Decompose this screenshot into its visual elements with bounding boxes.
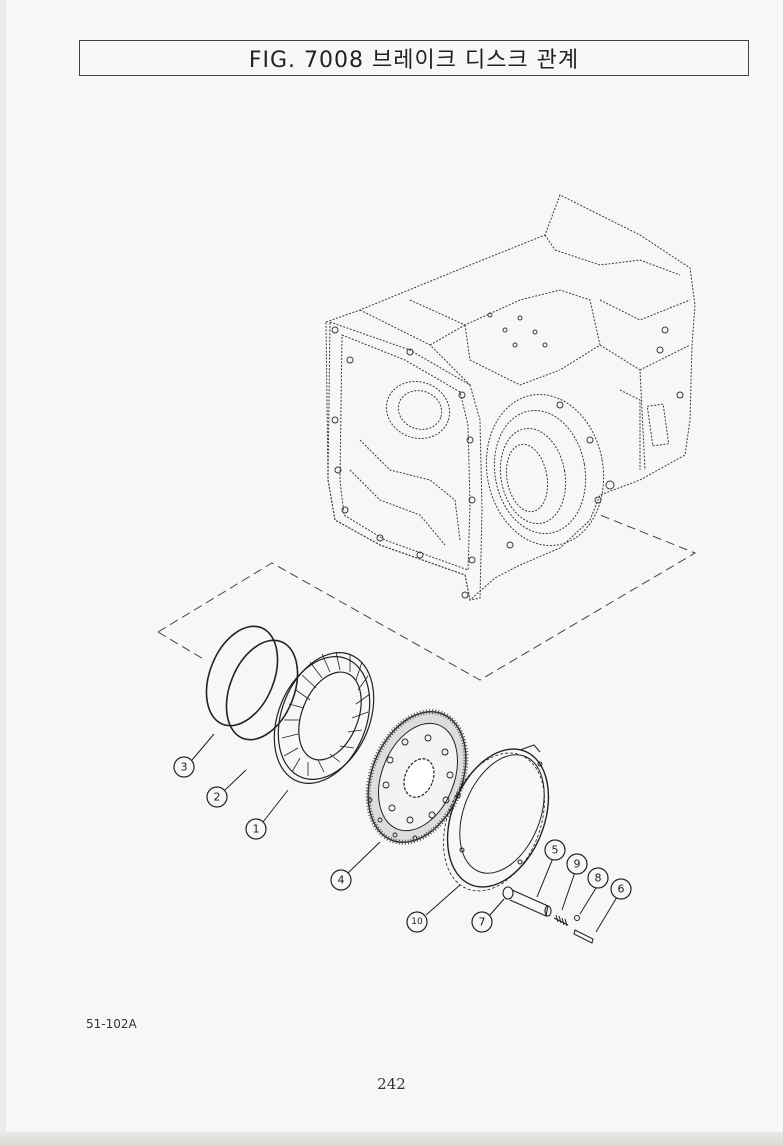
housing-bolt-holes [331, 312, 684, 599]
part-5-7-pin-assembly [502, 886, 552, 917]
page-number: 242 [377, 1075, 406, 1093]
part-9-spring [553, 914, 569, 927]
part-6-rod [573, 929, 594, 944]
callout-7-circle [471, 911, 493, 933]
callout-7: 7 [479, 916, 486, 929]
callout-6-circle [610, 878, 632, 900]
callout-1-circle [245, 818, 267, 840]
callout-8: 8 [595, 872, 602, 885]
callout-4: 4 [338, 874, 345, 887]
callout-2: 2 [214, 791, 221, 804]
part-10-pressure-plate [443, 744, 550, 892]
callout-10-circle [406, 911, 428, 933]
part-1-piston [273, 651, 375, 784]
part-3-oring [205, 625, 279, 727]
callout-2-circle [206, 786, 228, 808]
part-4-friction-disc [365, 709, 469, 845]
callout-9: 9 [574, 858, 581, 871]
figure-title-box: FIG. 7008 브레이크 디스크 관계 [79, 40, 749, 76]
callout-4-circle [330, 869, 352, 891]
figure-title: FIG. 7008 브레이크 디스크 관계 [248, 48, 580, 73]
part-2-oring [225, 639, 299, 741]
scan-bottom-band [0, 1132, 783, 1146]
callout-5-circle [544, 839, 566, 861]
scan-edge [0, 0, 6, 1146]
callout-5: 5 [552, 844, 559, 857]
callout-9-circle [566, 853, 588, 875]
callout-8-circle [587, 867, 609, 889]
callout-10: 10 [411, 917, 423, 927]
callout-1: 1 [253, 823, 260, 836]
drawing-code: 51-102A [86, 1017, 137, 1031]
part-8-ball [574, 915, 580, 921]
transmission-housing [325, 194, 696, 601]
callout-6: 6 [618, 883, 625, 896]
callout-3-circle [173, 756, 195, 778]
assembly-lines [157, 514, 697, 681]
leader-lines [191, 733, 618, 933]
callout-3: 3 [181, 761, 188, 774]
